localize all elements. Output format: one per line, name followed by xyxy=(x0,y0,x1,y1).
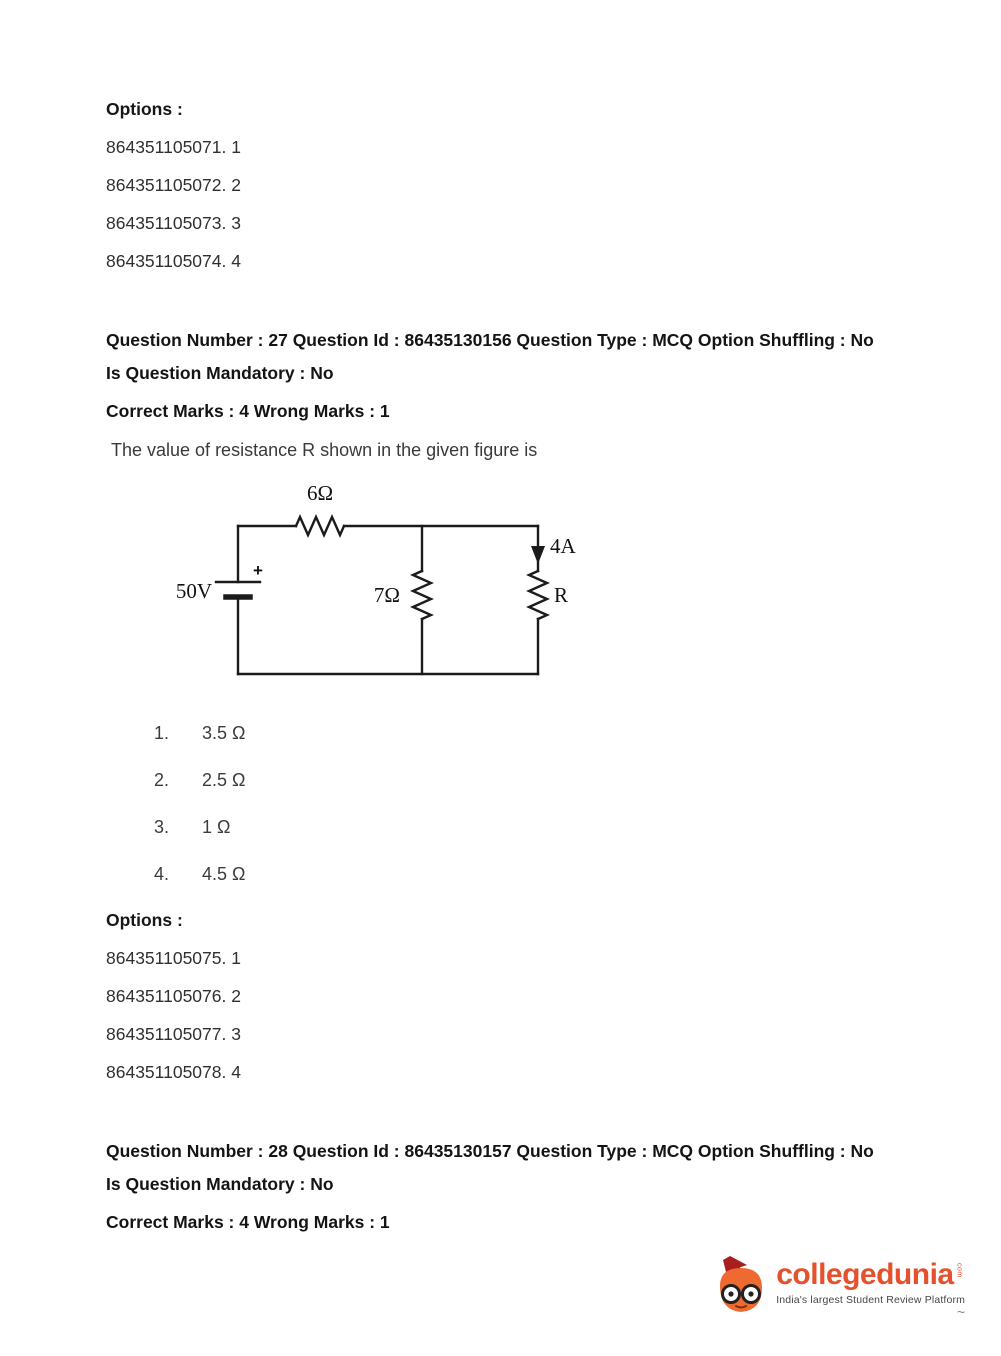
resistor-6ohm-zigzag xyxy=(294,514,346,538)
option-id-line: 864351105071. 1 xyxy=(106,137,241,157)
option-id-line: 864351105073. 3 xyxy=(106,213,241,233)
voltage-source-label: 50V xyxy=(176,579,212,603)
choice-number: 3. xyxy=(154,817,170,837)
choice-text: 1 Ω xyxy=(202,817,231,837)
question-mandatory-line: Is Question Mandatory : No xyxy=(106,363,334,383)
options-heading: Options : xyxy=(106,910,183,930)
choice-number: 2. xyxy=(154,770,170,790)
current-value-label: 4A xyxy=(550,534,577,558)
choice-row: 2. 2.5 Ω xyxy=(154,770,961,791)
resistor-7ohm-zigzag xyxy=(410,569,434,621)
choice-number: 1. xyxy=(154,723,170,743)
question-header: Question Number : 27 Question Id : 86435… xyxy=(106,330,874,350)
brand-tagline: India's largest Student Review Platform xyxy=(776,1293,965,1306)
answer-choices: 1. 3.5 Ω 2. 2.5 Ω 3. 1 Ω 4. 4.5 Ω xyxy=(154,723,961,885)
question-marks-line: Correct Marks : 4 Wrong Marks : 1 xyxy=(106,401,390,421)
question-28-block: Question Number : 28 Question Id : 86435… xyxy=(106,1141,961,1232)
brand-squiggle: ~ xyxy=(956,1303,965,1320)
document-content: Options : 864351105071. 1 864351105072. … xyxy=(106,99,961,1233)
battery-plus-sign: + xyxy=(253,561,263,580)
brand-name: collegedunia xyxy=(776,1257,954,1291)
question-marks-line: Correct Marks : 4 Wrong Marks : 1 xyxy=(106,1212,390,1232)
choice-text: 4.5 Ω xyxy=(202,864,246,884)
resistor-R-label: R xyxy=(554,583,568,607)
choice-row: 3. 1 Ω xyxy=(154,817,961,838)
option-id-line: 864351105075. 1 xyxy=(106,948,241,968)
collegedunia-logo: collegedunia com India's largest Student… xyxy=(714,1256,965,1320)
options-heading: Options : xyxy=(106,99,183,119)
option-id-line: 864351105078. 4 xyxy=(106,1062,241,1082)
choice-text: 3.5 Ω xyxy=(202,723,246,743)
choice-row: 1. 3.5 Ω xyxy=(154,723,961,744)
brand-text-block: collegedunia com India's largest Student… xyxy=(776,1257,965,1320)
option-id-line: 864351105076. 2 xyxy=(106,986,241,1006)
circuit-svg: 6Ω 50V + 7Ω R 4A xyxy=(176,481,577,676)
option-id-line: 864351105077. 3 xyxy=(106,1024,241,1044)
question-text: The value of resistance R shown in the g… xyxy=(111,440,538,460)
resistor-R-zigzag xyxy=(526,569,550,621)
circuit-diagram: 6Ω 50V + 7Ω R 4A xyxy=(160,476,961,713)
collegedunia-mascot-icon xyxy=(720,1256,763,1312)
option-id-line: 864351105072. 2 xyxy=(106,175,241,195)
resistor-7ohm-label: 7Ω xyxy=(374,583,400,607)
resistor-6ohm-label: 6Ω xyxy=(307,481,333,505)
question-mandatory-line: Is Question Mandatory : No xyxy=(106,1174,334,1194)
option-id-line: 864351105074. 4 xyxy=(106,251,241,271)
brand-suffix: com xyxy=(955,1262,963,1278)
choice-text: 2.5 Ω xyxy=(202,770,246,790)
question-27-block: Question Number : 27 Question Id : 86435… xyxy=(106,330,961,1081)
question-header: Question Number : 28 Question Id : 86435… xyxy=(106,1141,874,1161)
choice-row: 4. 4.5 Ω xyxy=(154,864,961,885)
current-arrowhead-icon xyxy=(531,546,545,564)
choice-number: 4. xyxy=(154,864,170,884)
